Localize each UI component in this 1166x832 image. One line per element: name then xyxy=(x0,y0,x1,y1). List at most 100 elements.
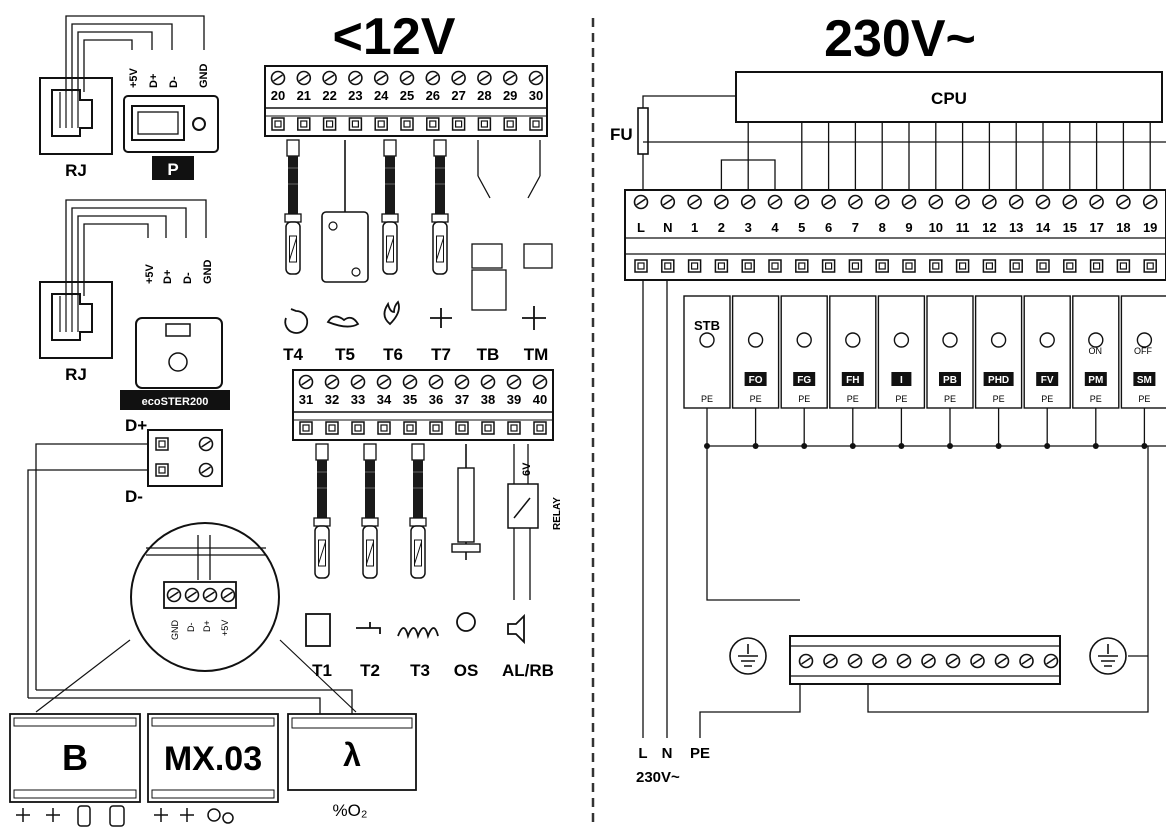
top-label-t5: T5 xyxy=(335,345,355,364)
bottom-label-alrb: AL/RB xyxy=(502,661,554,680)
mixer-icon xyxy=(522,306,546,330)
output-fv: FV PE xyxy=(1023,295,1071,446)
earth-icon-left xyxy=(729,637,767,675)
mains-terminal-14: 14 xyxy=(1036,220,1051,235)
mains-terminal-block xyxy=(624,189,1166,281)
top-terminal-30: 30 xyxy=(529,88,543,103)
modules-group: B MX.03 λ %O₂ xyxy=(9,713,417,827)
output-tag-pm: PM xyxy=(1088,375,1103,386)
sm-on-label: ON xyxy=(1089,346,1103,356)
connector-pin-dplus: D+ xyxy=(202,620,212,632)
supply-voltage: 230V~ xyxy=(636,769,680,786)
tap-icon xyxy=(356,622,381,634)
top-probes xyxy=(284,139,553,311)
ecoster-tag-text: ecoSTER200 xyxy=(142,396,209,408)
bottom-label-t3: T3 xyxy=(410,661,430,680)
output-pe-fv: PE xyxy=(1041,394,1053,404)
supply-pe: PE xyxy=(690,745,710,762)
bottom-terminal-36: 36 xyxy=(429,392,443,407)
output-tag-fg: FG xyxy=(797,375,811,386)
flame-icon xyxy=(383,300,400,326)
top-terminal-25: 25 xyxy=(400,88,414,103)
coil-icon xyxy=(397,627,439,640)
bottom-terminal-34: 34 xyxy=(377,392,392,407)
output-pe-phd: PE xyxy=(993,394,1005,404)
earth-icon-right xyxy=(1089,637,1127,675)
bottom-sensor-icons xyxy=(305,612,525,647)
top-terminal-29: 29 xyxy=(503,88,517,103)
ecoster-pin-2: D+ xyxy=(162,270,174,284)
mains-terminal-11: 11 xyxy=(956,220,970,235)
output-pe-fg: PE xyxy=(798,394,810,404)
optical-sensor-icon xyxy=(456,612,476,632)
bottom-terminal-31: 31 xyxy=(299,392,313,407)
bottom-label-os: OS xyxy=(454,661,479,680)
lambda-unit: %O₂ xyxy=(333,801,368,820)
supply-lines xyxy=(642,280,801,738)
top-terminal-21: 21 xyxy=(297,88,311,103)
mains-terminal-5: 5 xyxy=(798,220,805,235)
mains-terminal-15: 15 xyxy=(1063,220,1077,235)
top-label-tm: TM xyxy=(524,345,549,364)
panel-p-tag xyxy=(152,156,194,180)
bottom-label-t2: T2 xyxy=(360,661,380,680)
bottom-terminal-40: 40 xyxy=(533,392,547,407)
output-sm: SM PE xyxy=(1120,295,1166,446)
mains-terminal-3: 3 xyxy=(745,220,752,235)
supply-n: N xyxy=(662,745,673,762)
top-terminal-27: 27 xyxy=(451,88,465,103)
bus-plus-label: D+ xyxy=(125,416,147,435)
top-terminal-26: 26 xyxy=(426,88,440,103)
ecoster-pin-3: D- xyxy=(182,272,194,284)
mains-terminal-7: 7 xyxy=(852,220,859,235)
mains-terminal-8: 8 xyxy=(879,220,886,235)
mains-terminal-17: 17 xyxy=(1089,220,1103,235)
ecoster-tag xyxy=(120,390,230,410)
output-tag-fv: FV xyxy=(1041,375,1054,386)
output-pe-i: PE xyxy=(895,394,907,404)
connector-pin-dminus: D- xyxy=(186,623,196,633)
top-terminal-20: 20 xyxy=(271,88,285,103)
relay-text: RELAY xyxy=(552,497,563,530)
panel-p-pin-3: D- xyxy=(168,76,180,88)
bottom-terminal-37: 37 xyxy=(455,392,469,407)
top-terminal-23: 23 xyxy=(348,88,362,103)
mains-terminal-19: 19 xyxy=(1143,220,1157,235)
bottom-terminal-38: 38 xyxy=(481,392,495,407)
bottom-probes: 6V RELAY xyxy=(313,443,563,600)
mains-terminal-4: 4 xyxy=(771,220,779,235)
module-lambda: λ xyxy=(287,713,417,791)
bottom-label-t1: T1 xyxy=(312,661,332,680)
module-lambda-label: λ xyxy=(343,737,361,773)
output-tag-sm: SM xyxy=(1137,375,1152,386)
output-fg: FG PE xyxy=(780,295,828,446)
module-mx03-label: MX.03 xyxy=(164,740,262,778)
panel-p-pin-2: D+ xyxy=(148,74,160,88)
output-tag-i: I xyxy=(900,375,903,386)
panel-p-group: RJ +5V D+ D- GND P xyxy=(39,15,219,180)
bottom-terminal-35: 35 xyxy=(403,392,417,407)
alarm-icon xyxy=(507,613,525,645)
ecoster-pin-1: +5V xyxy=(144,263,156,284)
top-terminal-22: 22 xyxy=(322,88,336,103)
mains-terminal-13: 13 xyxy=(1009,220,1023,235)
output-tag-pb: PB xyxy=(943,375,957,386)
mains-terminal-2: 2 xyxy=(718,220,725,235)
mains-terminal-9: 9 xyxy=(905,220,912,235)
room-sensor-icon xyxy=(284,308,309,334)
output-pe-sm: PE xyxy=(1138,394,1150,404)
top-terminal-28: 28 xyxy=(477,88,491,103)
sm-off-label: OFF xyxy=(1134,346,1152,356)
ecoster-group: RJ +5V D+ D- GND 13 14 15 16 ecoSTER200 xyxy=(39,199,230,410)
bus-connector-group: D+ D- xyxy=(27,416,353,714)
panel-p-body xyxy=(123,95,219,153)
mains-terminal-6: 6 xyxy=(825,220,832,235)
output-pe-fo: PE xyxy=(750,394,762,404)
output-tag-stb: STB xyxy=(694,318,720,333)
